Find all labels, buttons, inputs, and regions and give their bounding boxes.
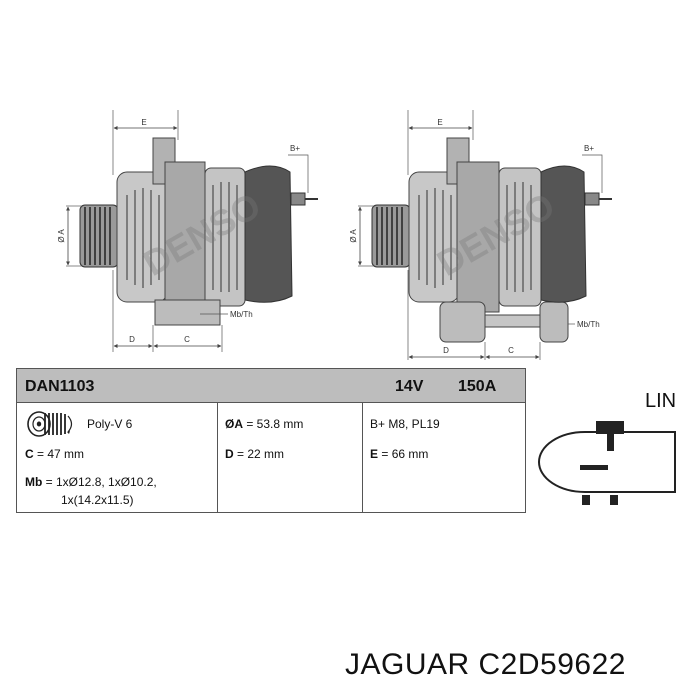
dim-label-e: E (437, 118, 442, 127)
pulley-type: Poly-V 6 (87, 417, 133, 431)
column-divider (362, 402, 363, 512)
dim-label-b-plus: B+ (584, 144, 594, 153)
spec-a-value: = 53.8 mm (243, 417, 304, 431)
amperage: 150A (458, 378, 497, 395)
dim-label-c: C (508, 346, 514, 355)
dim-label-d: D (129, 335, 135, 344)
model-number: DAN1103 (25, 378, 95, 395)
alternator-technical-drawing: DENSO E B+ Ø A Mb/Th D C (57, 110, 612, 360)
spec-d: D = 22 mm (225, 447, 284, 461)
spec-d-key: D (225, 447, 234, 461)
spec-c-key: C (25, 447, 34, 461)
spec-e: E = 66 mm (370, 447, 428, 461)
part-number: JAGUAR C2D59622 (345, 648, 626, 681)
dim-label-c: C (184, 335, 190, 344)
spec-c-value: = 47 mm (33, 447, 85, 461)
spec-mb-key: Mb (25, 475, 43, 489)
left-alternator-view: DENSO E B+ Ø A Mb/Th D C (57, 110, 318, 352)
spec-e-key: E (370, 447, 379, 461)
dim-label-mb: Mb/Th (577, 320, 600, 329)
spec-table-header: DAN1103 14V 150A (17, 369, 525, 403)
voltage: 14V (395, 378, 424, 395)
dim-label-mb: Mb/Th (230, 310, 253, 319)
spec-b-plus: B+ M8, PL19 (370, 417, 440, 431)
dim-label-a: Ø A (349, 229, 358, 243)
connector-label: LIN (645, 390, 677, 412)
spec-e-value: = 66 mm (378, 447, 429, 461)
right-alternator-view: DENSO E B+ Ø A Mb/Th D C (349, 110, 612, 360)
spec-a-key: ØA (225, 417, 243, 431)
spec-mb: Mb = 1xØ12.8, 1xØ10.2, (25, 475, 157, 489)
spec-a: ØA = 53.8 mm (225, 417, 303, 431)
spec-d-value: = 22 mm (233, 447, 285, 461)
pulley-icon (25, 409, 81, 442)
spec-table: DAN1103 14V 150A Poly-V 6 C = 47 mm Mb =… (16, 368, 526, 513)
connector-icon (538, 421, 676, 505)
dim-label-d: D (443, 346, 449, 355)
pulley (79, 204, 119, 268)
spec-mb-value-line2: 1x(14.2x11.5) (61, 493, 134, 507)
spec-mb-value: = 1xØ12.8, 1xØ10.2, (42, 475, 157, 489)
column-divider (217, 402, 218, 512)
dim-label-a: Ø A (57, 229, 66, 243)
dim-label-e: E (141, 118, 146, 127)
dim-label-b-plus: B+ (290, 144, 300, 153)
spec-c: C = 47 mm (25, 447, 84, 461)
pulley (371, 204, 411, 268)
